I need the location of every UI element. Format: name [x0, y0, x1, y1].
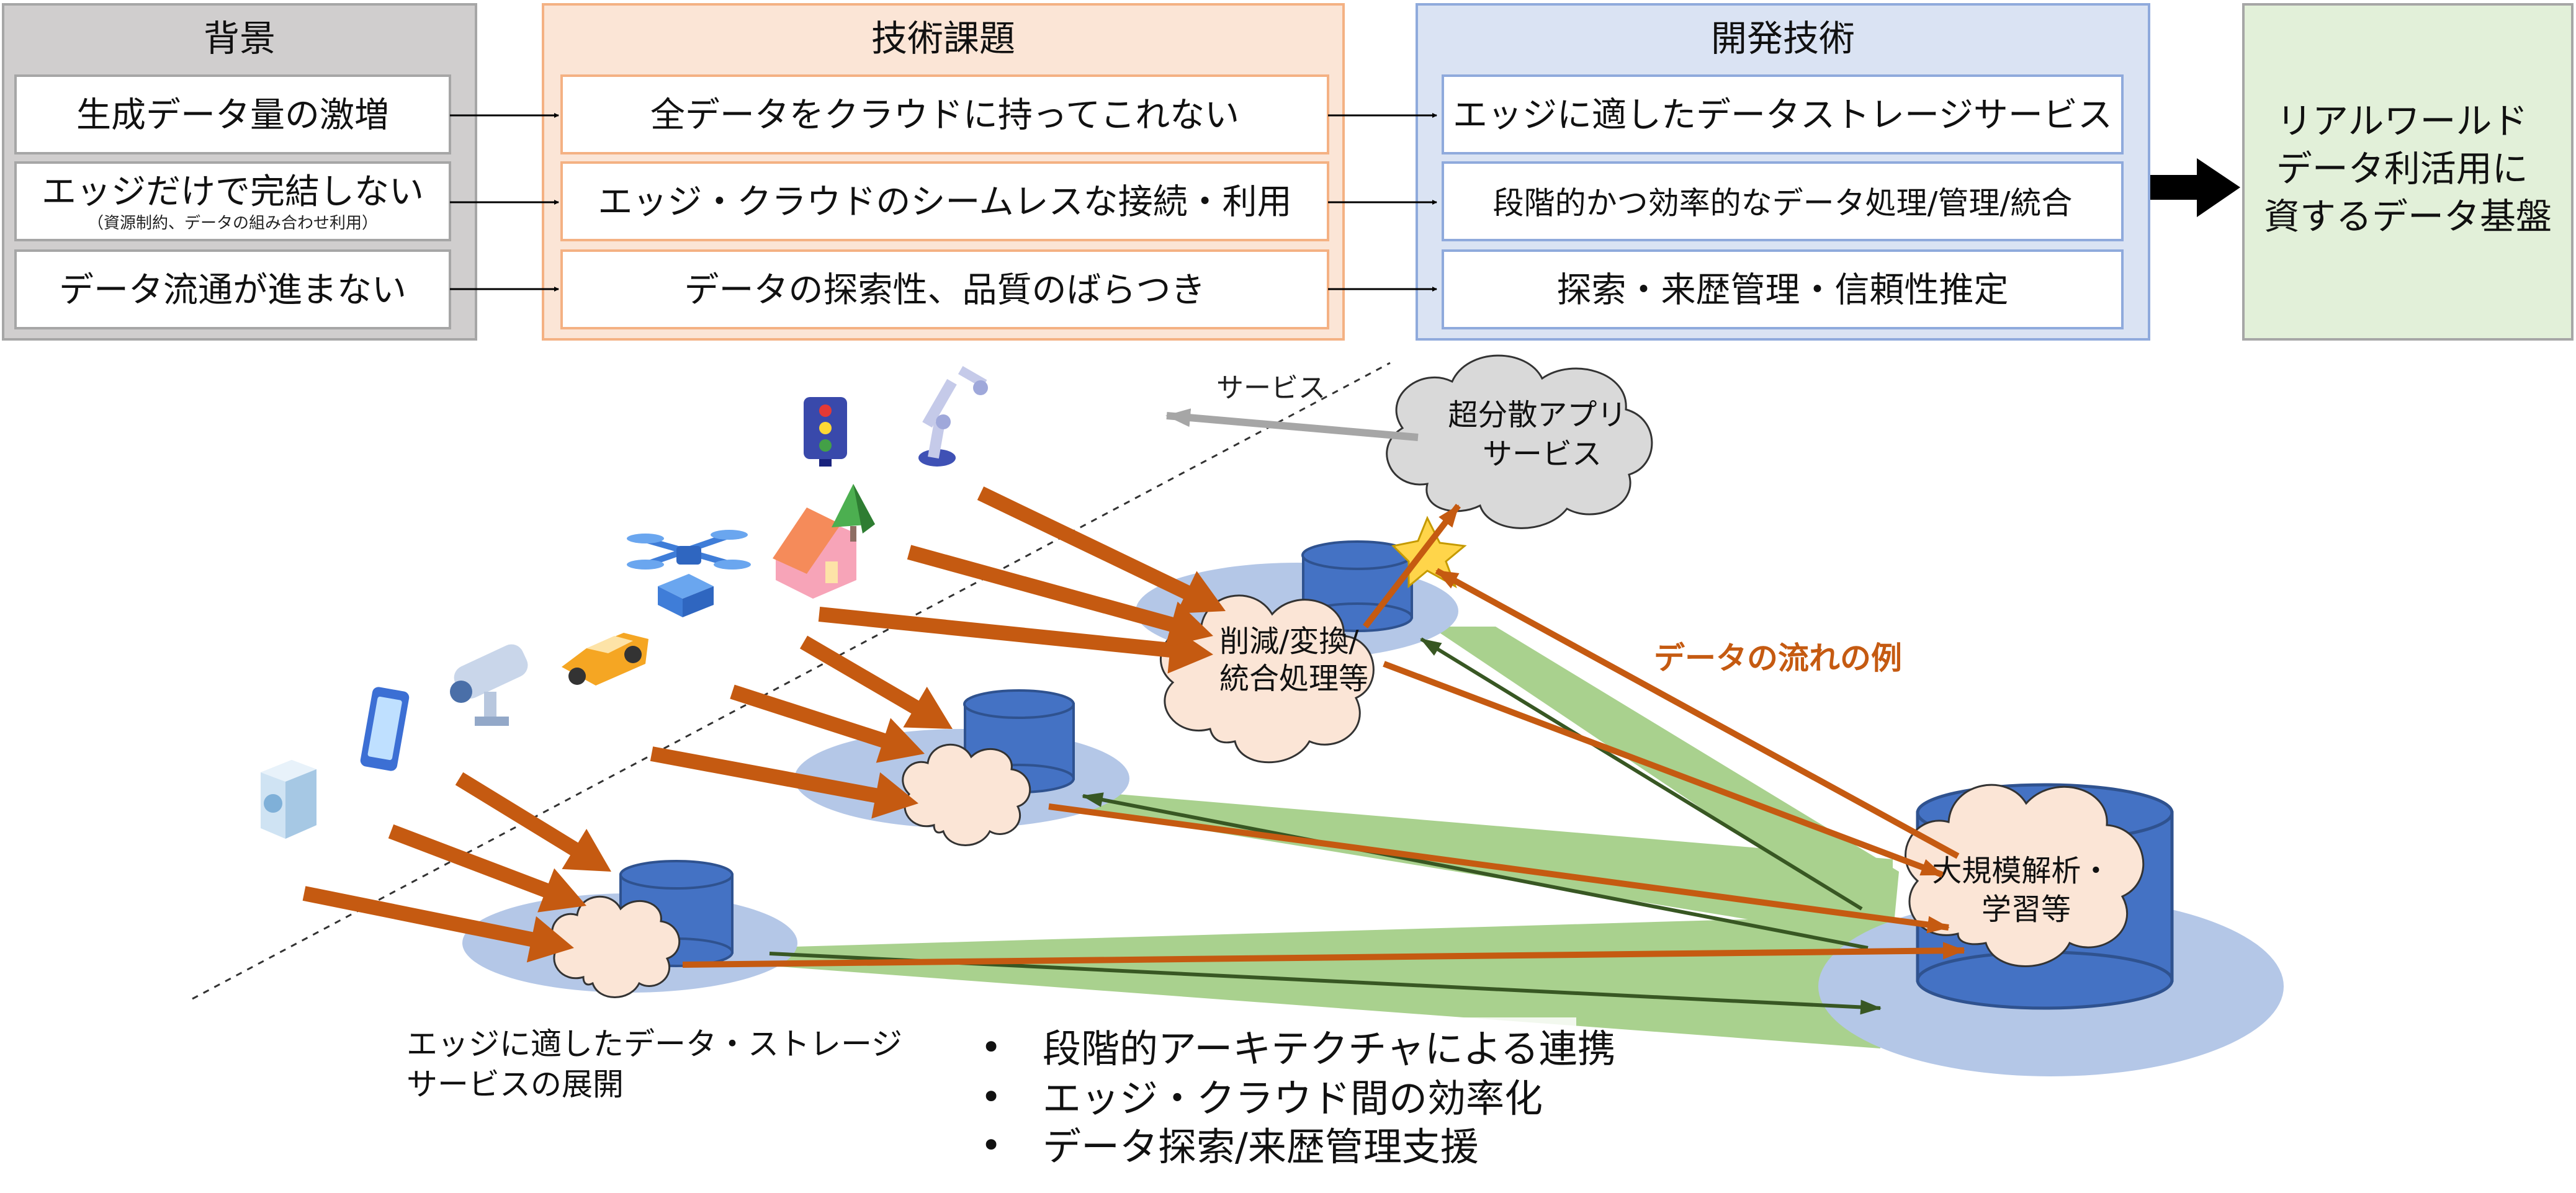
svg-text:リアルワールド データ利活用に 資す: リアルワールド データ利活用に 資するデータ基盤 — [2264, 100, 2552, 238]
panel-1-header: 背景 — [204, 17, 276, 60]
panel-1-item-2-note: （資源制約、データの組み合わせ利用） — [88, 214, 378, 233]
edge-caption: エッジに適したデータ・ストレージ サービスの展開 — [406, 1026, 912, 1102]
bullet-item-2: • エッジ・クラウド間の効率化 — [981, 1076, 1543, 1121]
app-cloud-line-1: 超分散アプリ — [1448, 398, 1627, 432]
bullet-text-1: 段階的アーキテクチャによる連携 — [1043, 1026, 1616, 1071]
device-arrow-7 — [818, 607, 1213, 674]
big-cloud-line-1: 大規模解析・ — [1932, 854, 2111, 888]
smartphone-icon — [360, 687, 410, 771]
feature-bullet-list: • 段階的アーキテクチャによる連携 • エッジ・クラウド間の効率化 • データ探… — [968, 1017, 1616, 1179]
panel-2-item-3-text: データの探索性、品質のばらつき — [684, 270, 1206, 311]
app-service-cloud: 超分散アプリ サービス — [1386, 354, 1653, 529]
traffic-light-icon — [804, 397, 847, 467]
device-arrow-4 — [650, 746, 918, 819]
panel-1-item-1-text: 生成データ量の激増 — [76, 96, 389, 136]
service-arrow — [1165, 408, 1419, 441]
tree-icon — [832, 484, 875, 542]
device-arrow-1 — [302, 886, 574, 963]
drone-icon — [627, 530, 751, 617]
panel-1-item-3: データ流通が進まない — [14, 249, 451, 329]
service-label: サービス — [1216, 372, 1326, 404]
panel-2-item-1: 全データをクラウドに持ってこれない — [560, 74, 1329, 154]
panel-2-item-1-text: 全データをクラウドに持ってこれない — [650, 96, 1239, 136]
svg-text:大規模解析・ 学習等: 大規模解析・ 学習等 — [1932, 854, 2120, 927]
device-arrow-6 — [799, 635, 953, 729]
large-analysis-cloud: 大規模解析・ 学習等 — [1905, 784, 2145, 967]
camera-icon — [450, 644, 528, 726]
panel-2-item-3: データの探索性、品質のばらつき — [560, 249, 1329, 329]
edge-caption-line-1: エッジに適したデータ・ストレージ — [406, 1026, 902, 1062]
panel-2-item-2-text: エッジ・クラウドのシームレスな接続・利用 — [598, 182, 1291, 223]
svg-text:削減/変換/ 統合処理等: 削減/変換/ 統合処理等 — [1219, 624, 1368, 696]
panel-3-item-3-text: 探索・来歴管理・信頼性推定 — [1557, 270, 2009, 311]
car-icon — [562, 633, 648, 686]
panel-3-item-1: エッジに適したデータストレージサービス — [1442, 74, 2124, 154]
bullet-item-3: • データ探索/来歴管理支援 — [981, 1124, 1479, 1169]
device-arrow-2 — [388, 824, 586, 913]
panel-1-item-2: エッジだけで完結しない （資源制約、データの組み合わせ利用） — [14, 161, 451, 241]
svg-text:超分散アプリ サービス: 超分散アプリ サービス — [1448, 398, 1636, 471]
device-to-edge-arrows — [302, 486, 1226, 963]
device-arrow-8 — [907, 545, 1213, 648]
goal-line-3: 資するデータ基盤 — [2264, 195, 2552, 238]
panel-3-item-2: 段階的かつ効率的なデータ処理/管理/統合 — [1442, 161, 2124, 241]
svg-text:•: • — [981, 1026, 1002, 1068]
panel-2: 技術課題全データをクラウドに持ってこれないエッジ・クラウドのシームレスな接続・利… — [542, 3, 1345, 341]
panel-3-header: 開発技術 — [1711, 17, 1855, 60]
mid-cloud-line-2: 統合処理等 — [1219, 661, 1368, 696]
panel-3-item-2-text: 段階的かつ効率的なデータ処理/管理/統合 — [1493, 185, 2073, 221]
panel-2-item-2: エッジ・クラウドのシームレスな接続・利用 — [560, 161, 1329, 241]
panel-1-item-2-text: エッジだけで完結しない — [42, 172, 424, 212]
panel-3-item-3: 探索・来歴管理・信頼性推定 — [1442, 249, 2124, 329]
goal-arrow — [2150, 158, 2240, 217]
edge-caption-line-2: サービスの展開 — [406, 1066, 624, 1102]
device-arrow-5 — [730, 684, 925, 763]
panel-3: 開発技術エッジに適したデータストレージサービス段階的かつ効率的なデータ処理/管理… — [1416, 3, 2150, 341]
panel-connector-arrows — [450, 113, 1437, 292]
robot-arm-icon — [918, 365, 988, 467]
big-cloud-line-2: 学習等 — [1981, 892, 2071, 927]
svg-text:•: • — [981, 1076, 1002, 1118]
orange-flow-arrows — [682, 503, 1965, 968]
appliance-icon — [261, 760, 316, 839]
mid-processing-cloud: 削減/変換/ 統合処理等 — [1159, 594, 1375, 764]
bullet-text-3: データ探索/来歴管理支援 — [1043, 1124, 1479, 1169]
goal-line-1: リアルワールド — [2276, 100, 2528, 142]
panel-1-item-3-text: データ流通が進まない — [59, 270, 406, 311]
edge-cloud-2 — [902, 743, 1031, 846]
edge-cloud-boundary-line — [192, 362, 1391, 1000]
device-arrow-3 — [455, 772, 611, 872]
app-cloud-line-2: サービス — [1483, 437, 1602, 471]
goal-line-2: データ利活用に — [2276, 148, 2528, 190]
device-arrow-9 — [977, 486, 1226, 614]
panel-1-item-1: 生成データ量の激増 — [14, 74, 451, 154]
svg-text:•: • — [981, 1124, 1002, 1166]
mid-cloud-line-1: 削減/変換/ — [1219, 624, 1359, 659]
goal-box: リアルワールド データ利活用に 資するデータ基盤 — [2242, 3, 2574, 341]
bullet-item-1: • 段階的アーキテクチャによる連携 — [981, 1026, 1616, 1071]
flow-example-label: データの流れの例 — [1654, 640, 1902, 676]
bullet-text-2: エッジ・クラウド間の効率化 — [1043, 1076, 1543, 1121]
house-icon — [773, 507, 856, 599]
panel-2-header: 技術課題 — [871, 17, 1015, 60]
panel-3-item-1-text: エッジに適したデータストレージサービス — [1453, 96, 2112, 136]
